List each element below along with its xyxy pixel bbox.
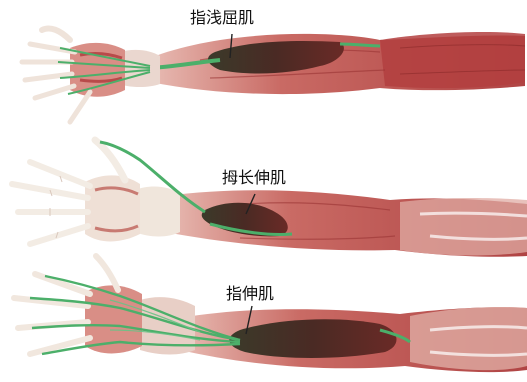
label-extensor-digitorum: 指伸肌 <box>226 286 274 302</box>
top-arm <box>22 28 525 122</box>
label-extensor-pollicis-longus: 拇长伸肌 <box>222 170 286 186</box>
middle-arm <box>12 140 527 257</box>
bottom-arm <box>14 256 527 372</box>
label-flexor-digitorum-superficialis: 指浅屈肌 <box>190 10 254 26</box>
